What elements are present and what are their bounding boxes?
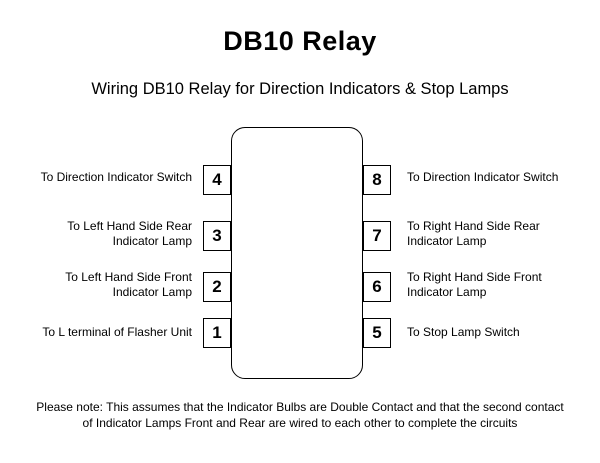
pin-6-label-line2: Indicator Lamp [407,285,487,299]
pin-8-label-line1: To Direction Indicator Switch [407,170,559,184]
pin-5: 5 [363,318,391,348]
pin-7-label-line1: To Right Hand Side Rear [407,219,540,233]
pin-7: 7 [363,221,391,251]
pin-1: 1 [203,318,231,348]
pin-7-label-line2: Indicator Lamp [407,234,487,248]
pin-3-label: To Left Hand Side Rear Indicator Lamp [67,219,192,249]
pin-2: 2 [203,272,231,302]
pin-8: 8 [363,165,391,195]
footer-note-line1: Please note: This assumes that the Indic… [36,400,564,414]
diagram-title: DB10 Relay [223,26,377,56]
pin-2-label-line2: Indicator Lamp [112,285,192,299]
pin-3: 3 [203,221,231,251]
pin-5-label-line1: To Stop Lamp Switch [407,325,520,339]
pin-2-label: To Left Hand Side Front Indicator Lamp [65,270,192,300]
pin-8-label: To Direction Indicator Switch [407,170,558,185]
relay-body [231,127,363,379]
pin-5-label: To Stop Lamp Switch [407,325,520,340]
pin-3-label-line2: Indicator Lamp [112,234,192,248]
footer-note-line2: of Indicator Lamps Front and Rear are wi… [82,416,518,430]
pin-4-label: To Direction Indicator Switch [41,170,192,185]
pin-1-label-line1: To L terminal of Flasher Unit [42,325,192,339]
pin-6-label-line1: To Right Hand Side Front [407,270,542,284]
footer-note: Please note: This assumes that the Indic… [0,399,600,431]
pin-7-label: To Right Hand Side Rear Indicator Lamp [407,219,540,249]
pin-3-label-line1: To Left Hand Side Rear [67,219,192,233]
pin-4-label-line1: To Direction Indicator Switch [40,170,192,184]
pin-6: 6 [363,272,391,302]
diagram-subtitle: Wiring DB10 Relay for Direction Indicato… [91,80,509,98]
pin-6-label: To Right Hand Side Front Indicator Lamp [407,270,542,300]
pin-4: 4 [203,165,231,195]
pin-2-label-line1: To Left Hand Side Front [65,270,192,284]
pin-1-label: To L terminal of Flasher Unit [42,325,192,340]
